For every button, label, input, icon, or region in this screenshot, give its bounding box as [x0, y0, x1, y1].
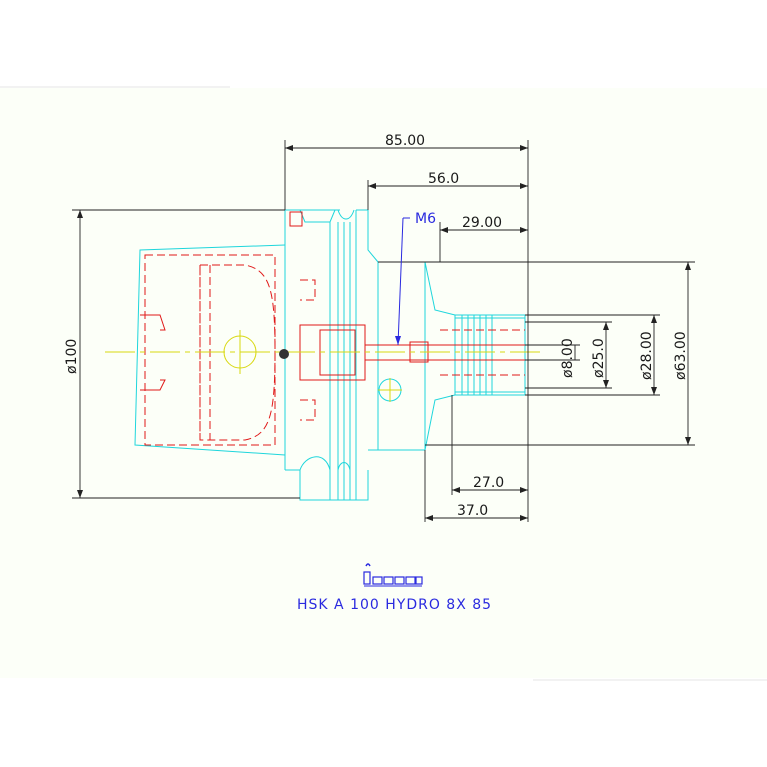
hidden-features — [140, 211, 525, 446]
hsk-taper-outline — [134, 209, 379, 501]
dim-length-37: 37.0 — [457, 503, 488, 519]
dim-length-29: 29.00 — [462, 215, 502, 231]
drawing-title: HSK A 100 HYDRO 8X 85 — [297, 597, 492, 613]
dim-length-27: 27.0 — [473, 475, 504, 491]
dim-dia-63: ø63.00 — [673, 331, 689, 380]
dim-dia-28: ø28.00 — [639, 331, 655, 380]
iscar-logo — [363, 563, 423, 587]
thread-label: M6 — [415, 211, 436, 227]
centerline — [105, 330, 545, 402]
dimension-lines — [72, 140, 695, 522]
dim-dia-25: ø25.0 — [591, 338, 607, 378]
dim-dia-8: ø8.00 — [560, 338, 576, 378]
dim-length-56: 56.0 — [428, 171, 459, 187]
center-point — [279, 349, 289, 359]
nose-section — [454, 314, 526, 396]
dim-total-length: 85.00 — [385, 133, 425, 149]
dim-dia-100: ø100 — [64, 339, 80, 374]
holder-body-outline — [368, 261, 456, 451]
m6-leader — [395, 217, 410, 346]
